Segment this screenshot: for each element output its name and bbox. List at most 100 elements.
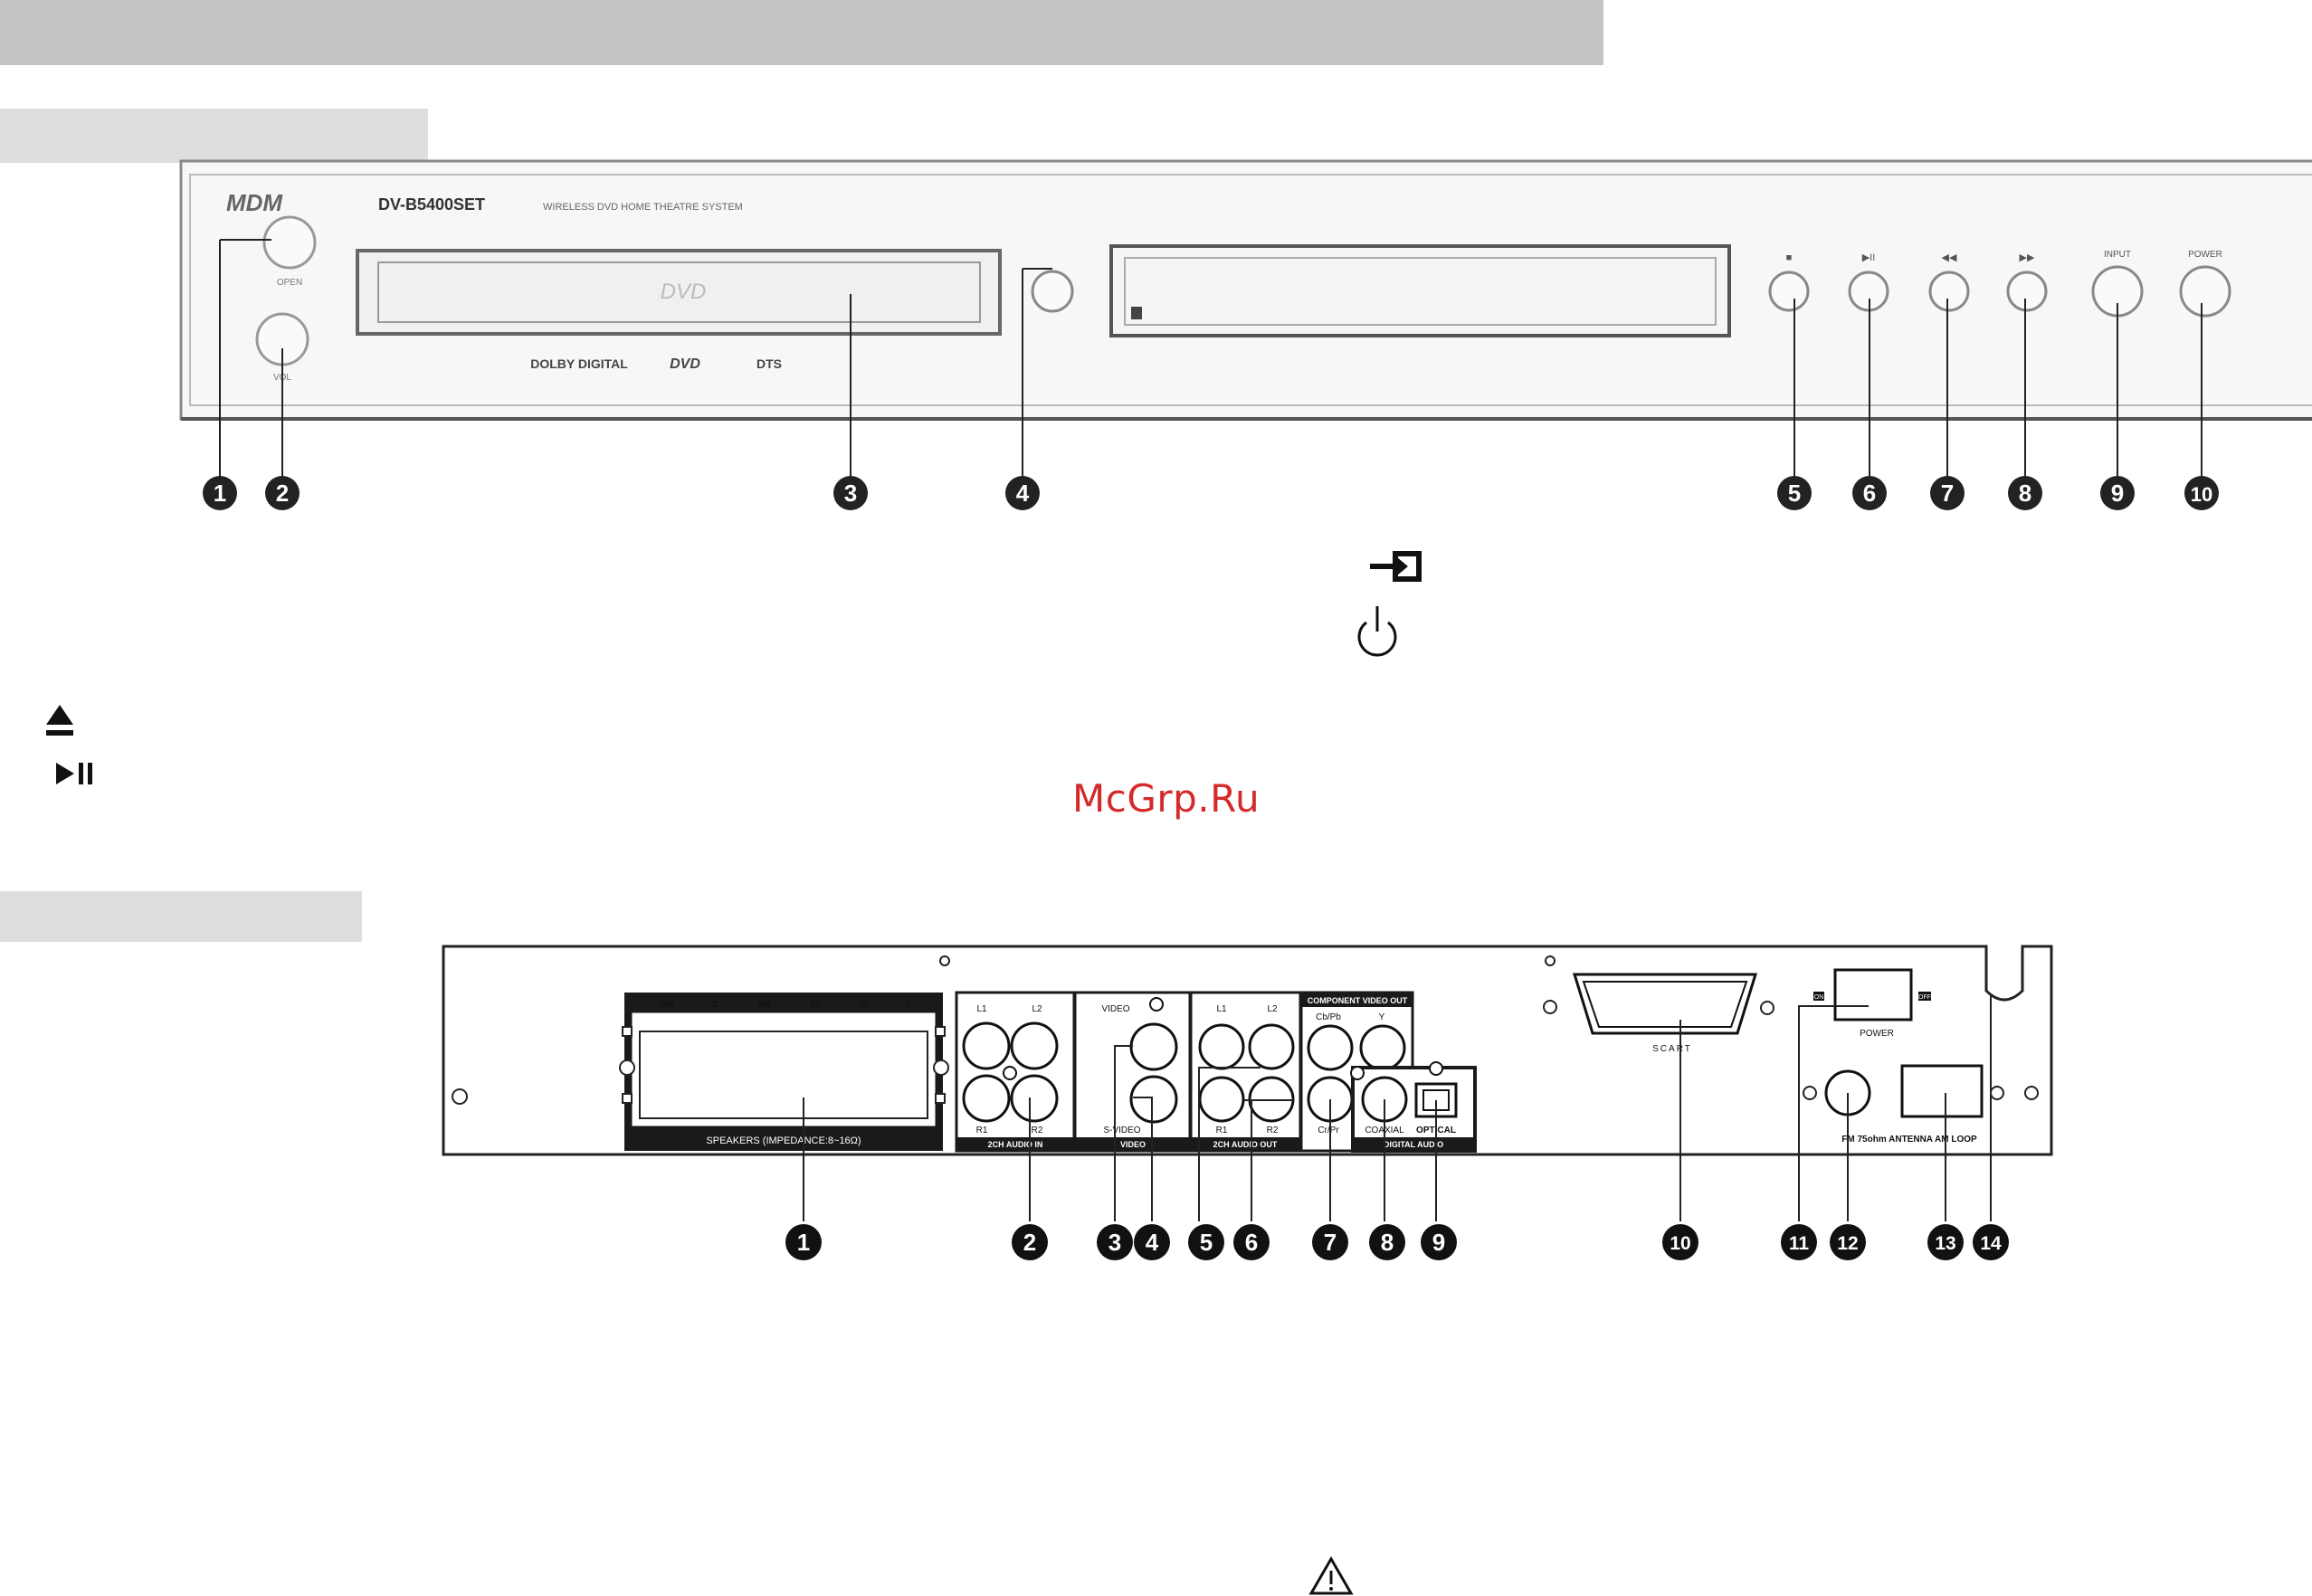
antenna-label: FM 75ohm ANTENNA AM LOOP <box>1841 1135 1977 1145</box>
rear-callout-badge <box>1097 1224 1133 1260</box>
power-icon <box>1357 606 1397 657</box>
front-callout-8: 8 <box>2019 480 2031 507</box>
audio-in-jack-r2[interactable] <box>1010 1074 1059 1123</box>
disc-tray[interactable] <box>356 249 1002 336</box>
rear-panel-section-band <box>0 891 362 942</box>
am-loop-terminal[interactable] <box>1900 1064 1984 1118</box>
video-out-label: VIDEO <box>1101 1004 1129 1014</box>
scart-connector[interactable] <box>1572 973 1758 1035</box>
rear-callout-3: 3 <box>1108 1229 1121 1256</box>
speaker-channel-r: R <box>861 1000 868 1010</box>
dvd-logo: DVD <box>670 356 700 372</box>
audio-out-jack-l1[interactable] <box>1198 1023 1245 1070</box>
audio-out-label-r1: R1 <box>1216 1126 1228 1135</box>
open-button[interactable] <box>262 215 317 270</box>
mounting-hole <box>1803 1086 1817 1100</box>
rear-callout-11: 11 <box>1789 1233 1810 1254</box>
input-icon <box>1370 551 1422 582</box>
power-switch[interactable] <box>1833 968 1913 1021</box>
front-callout-2: 2 <box>276 480 289 507</box>
front-callout-7: 7 <box>1941 480 1954 507</box>
rear-callout-badge <box>1312 1224 1348 1260</box>
stop-button[interactable] <box>1768 271 1810 312</box>
dts-logo: DTS <box>756 356 782 371</box>
mounting-hole <box>1543 1000 1557 1014</box>
component-jack-cb[interactable] <box>1307 1024 1354 1071</box>
front-callout-badge <box>1777 476 1812 510</box>
rear-callout-5: 5 <box>1200 1229 1213 1256</box>
rear-callout-1: 1 <box>797 1229 810 1256</box>
power-button[interactable] <box>2179 265 2231 318</box>
component-title: COMPONENT VIDEO OUT <box>1308 996 1408 1005</box>
rear-callout-badge <box>1233 1224 1270 1260</box>
rear-callout-13: 13 <box>1935 1233 1955 1254</box>
previous-button[interactable] <box>1928 271 1970 312</box>
mounting-hole <box>939 955 950 966</box>
brand-logo: MDM <box>226 189 283 216</box>
audio-out-label-l2: L2 <box>1267 1004 1278 1014</box>
speaker-channel-sw: SW <box>660 1000 675 1010</box>
audio-out-label-l1: L1 <box>1216 1004 1227 1014</box>
front-callout-5: 5 <box>1788 480 1801 507</box>
rear-callout-2: 2 <box>1023 1229 1036 1256</box>
component-jack-y[interactable] <box>1359 1024 1406 1071</box>
audio-in-block <box>955 991 1076 1153</box>
mounting-hole <box>452 1088 468 1105</box>
front-leader-lines <box>219 239 2203 489</box>
front-callout-3: 3 <box>844 480 857 507</box>
speaker-channel-c: C <box>712 1000 718 1010</box>
mounting-hole <box>1545 955 1556 966</box>
power-label: POWER <box>2188 250 2222 260</box>
power-switch-label: POWER <box>1860 1029 1894 1039</box>
next-button[interactable] <box>2006 271 2048 312</box>
audio-in-jack-r1[interactable] <box>962 1074 1011 1123</box>
front-callout-4: 4 <box>1016 480 1030 507</box>
remote-sensor <box>1031 270 1074 313</box>
front-callout-badge <box>2100 476 2135 510</box>
audio-out-block <box>1189 991 1302 1153</box>
audio-out-jack-r1[interactable] <box>1198 1076 1245 1123</box>
audio-in-label-r2: R2 <box>1032 1126 1043 1135</box>
speakers-label: SPEAKERS (IMPEDANCE:8~16Ω) <box>706 1135 861 1146</box>
digital-audio-title: DIGITAL AUDIO <box>1384 1140 1443 1149</box>
component-label-cb: Cb/Pb <box>1316 1012 1341 1022</box>
audio-out-title: 2CH AUDIO OUT <box>1213 1140 1278 1149</box>
rear-panel-diagram: SW C SR SL R L SPEAKERS (IMPEDANCE:8~16Ω… <box>442 945 2053 1260</box>
front-callout-badge <box>1005 476 1040 510</box>
video-out-jack[interactable] <box>1129 1022 1178 1071</box>
front-tagline: WIRELESS DVD HOME THEATRE SYSTEM <box>543 202 743 213</box>
play-pause-icon <box>56 763 92 784</box>
s-video-jack[interactable] <box>1129 1075 1178 1124</box>
audio-in-title: 2CH AUDIO IN <box>988 1140 1043 1149</box>
scart-label: SCART <box>1652 1044 1692 1054</box>
speaker-terminal-block <box>619 993 949 1151</box>
speaker-channel-sl: SL <box>811 1000 823 1010</box>
audio-in-jack-l2[interactable] <box>1010 1021 1059 1070</box>
rear-callout-badge <box>1973 1224 2009 1260</box>
front-callout-badge <box>203 476 237 510</box>
rear-callout-10: 10 <box>1670 1233 1690 1254</box>
component-label-y: Y <box>1379 1012 1385 1022</box>
rear-callout-14: 14 <box>1980 1233 2002 1254</box>
audio-in-jack-l1[interactable] <box>962 1021 1011 1070</box>
power-on-label: ON <box>1814 994 1824 1001</box>
tray-dvd-logo: DVD <box>661 280 707 304</box>
component-label-cr: Cr/Pr <box>1318 1126 1339 1135</box>
play-pause-label: ▶II <box>1862 252 1876 263</box>
speaker-channel-l: L <box>907 1000 912 1010</box>
front-callout-9: 9 <box>2111 480 2124 507</box>
warning-icon <box>1308 1556 1354 1595</box>
audio-out-jack-l2[interactable] <box>1248 1023 1295 1070</box>
rear-callout-badge <box>1188 1224 1224 1260</box>
watermark: McGrp.Ru <box>1072 776 1261 821</box>
stop-label: ■ <box>1786 252 1793 263</box>
audio-in-label-l1: L1 <box>976 1004 987 1014</box>
front-callout-badge <box>2008 476 2042 510</box>
power-off-label: OFF <box>1918 994 1931 1001</box>
rear-callout-6: 6 <box>1245 1229 1258 1256</box>
speaker-channel-sr: SR <box>758 1000 772 1010</box>
front-callout-badge <box>1930 476 1965 510</box>
front-panel-section-band <box>0 109 428 163</box>
audio-out-label-r2: R2 <box>1267 1126 1279 1135</box>
model-name: DV-B5400SET <box>378 195 485 214</box>
